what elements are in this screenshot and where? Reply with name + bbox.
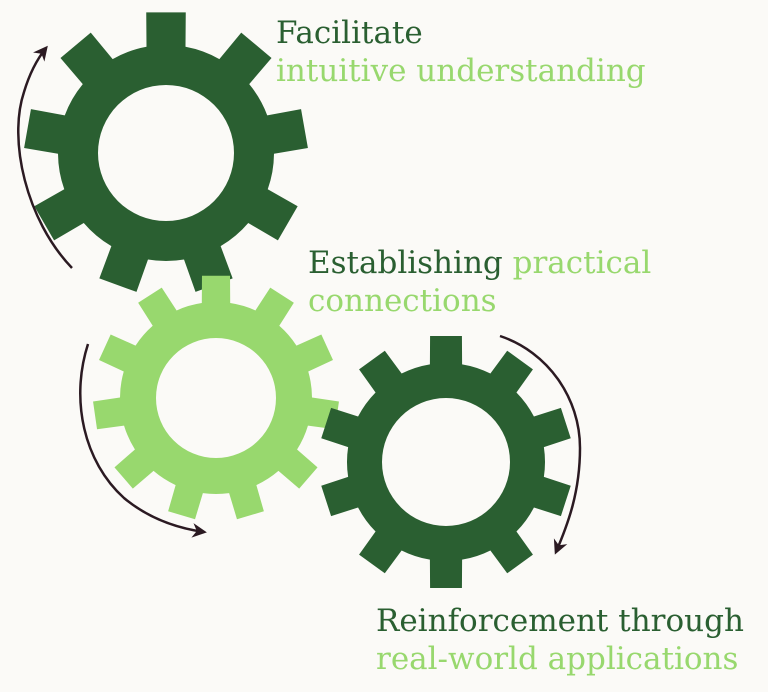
label-establishing-dark: Establishing [308, 245, 503, 281]
label-facilitate: Facilitate intuitive understanding [276, 14, 646, 90]
bottom-gear-arrow [499, 334, 582, 555]
top-gear-arrow [17, 45, 73, 269]
label-establishing-light: practical [512, 245, 652, 281]
label-reinforcement: Reinforcement through real-world applica… [376, 602, 744, 678]
bottom-gear-icon [321, 336, 571, 588]
middle-gear-arrow [79, 343, 207, 538]
label-facilitate-line1: Facilitate [276, 15, 423, 51]
label-facilitate-line2: intuitive understanding [276, 53, 646, 89]
middle-gear-icon [93, 275, 339, 520]
label-reinforcement-line2: real-world applications [376, 641, 739, 677]
label-establishing: Establishing practical connections [308, 244, 651, 320]
label-establishing-line2: connections [308, 283, 497, 319]
label-reinforcement-line1: Reinforcement through [376, 603, 744, 639]
top-gear-icon [24, 12, 308, 292]
